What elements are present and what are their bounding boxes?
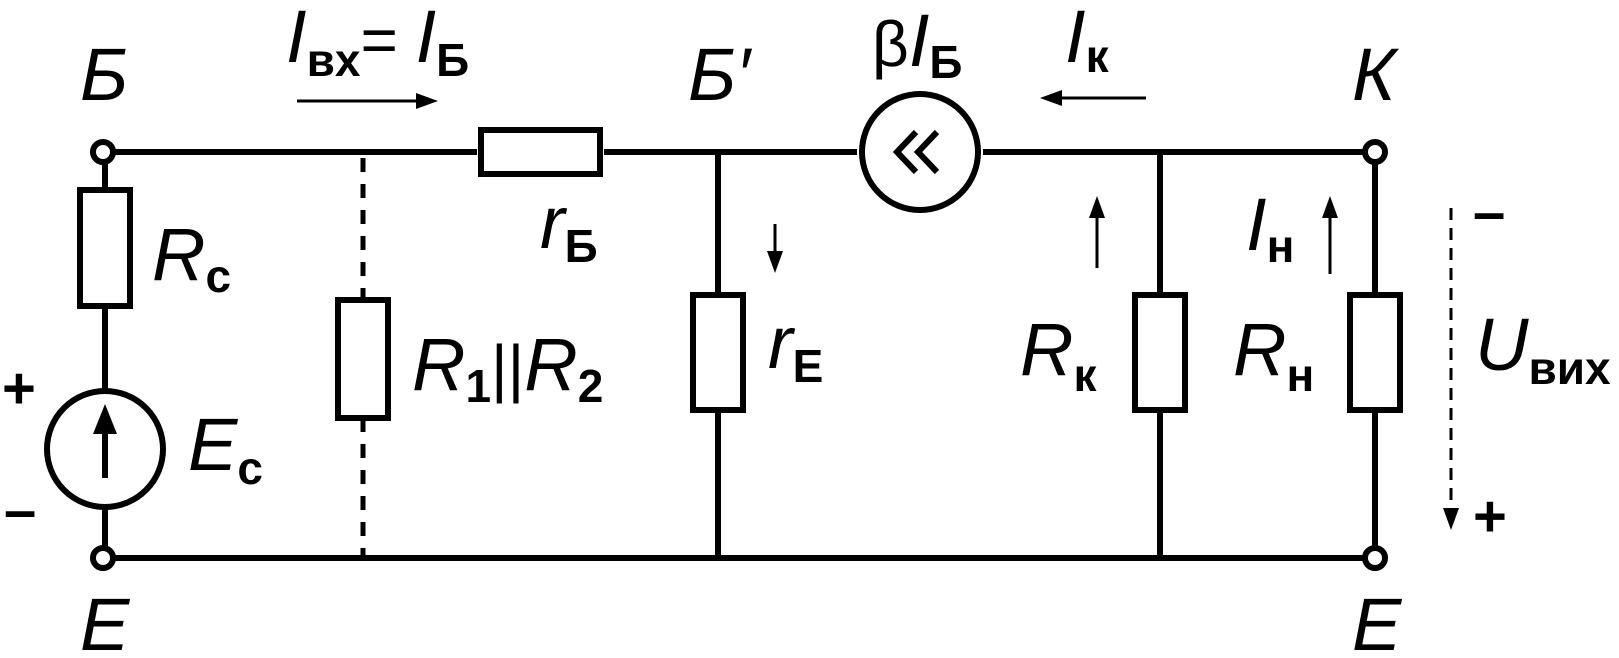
subscript: Е xyxy=(793,340,824,392)
symbol: R xyxy=(412,323,465,406)
subscript: 1 xyxy=(465,360,491,412)
symbol: r xyxy=(768,301,796,384)
label-output-voltage: Uвих xyxy=(1475,303,1611,394)
subscript: Б xyxy=(436,34,469,86)
arrow-up-icon xyxy=(1322,196,1338,218)
label-re: rЕ xyxy=(768,301,823,392)
node-label-emitter-right: Е xyxy=(1352,583,1403,658)
subscript: н xyxy=(1286,349,1314,401)
node-label-base-internal: Б′ xyxy=(688,33,752,116)
label-input-current: Iвх= IБ xyxy=(286,0,469,86)
resistor-rb xyxy=(478,127,603,177)
label-rn: Rн xyxy=(1233,308,1314,401)
symbol: r xyxy=(540,181,568,264)
label-collector-current: Iк xyxy=(1065,0,1110,82)
symbol: I xyxy=(286,0,307,78)
symbol: I xyxy=(1065,0,1086,78)
resistor-re xyxy=(690,292,746,413)
subscript: с xyxy=(237,442,263,494)
subscript: Б xyxy=(565,220,598,272)
terminal-base xyxy=(90,139,116,165)
current-arrows xyxy=(297,90,1459,530)
polarity-plus-output: + xyxy=(1473,484,1507,549)
polarity-minus-source: – xyxy=(4,478,36,543)
node-label-emitter-left: Е xyxy=(80,583,131,658)
label-rb: rБ xyxy=(540,181,598,272)
subscript: к xyxy=(1086,30,1110,82)
parallel-sign: || xyxy=(491,332,524,404)
symbol: E xyxy=(188,403,239,486)
current-source-bib xyxy=(859,91,981,213)
double-chevron-left-icon xyxy=(892,129,940,175)
symbol: R xyxy=(1233,308,1286,391)
wires xyxy=(102,149,1378,561)
arrow-down-icon xyxy=(767,251,783,273)
source-arrow-icon xyxy=(93,404,117,434)
subscript: 2 xyxy=(578,360,604,412)
subscript: н xyxy=(1267,220,1295,272)
arrow-down-icon xyxy=(1443,508,1459,530)
voltage-source-ec xyxy=(44,388,166,510)
equals: = xyxy=(360,4,415,76)
label-load-current: Iн xyxy=(1246,183,1294,272)
symbol: R xyxy=(524,323,577,406)
subscript: вх xyxy=(307,34,361,86)
symbol: I xyxy=(416,0,437,78)
resistor-r1-r2 xyxy=(335,297,391,421)
label-rc: Rс xyxy=(152,213,231,302)
resistor-rn xyxy=(1347,292,1403,413)
polarity-minus-output: – xyxy=(1473,180,1505,245)
terminal-collector xyxy=(1362,139,1388,165)
beta: β xyxy=(872,8,909,80)
label-r1-r2: R1||R2 xyxy=(412,323,603,412)
symbol: I xyxy=(1246,183,1267,266)
arrow-up-icon xyxy=(1089,196,1105,218)
subscript: Б xyxy=(929,36,962,88)
label-rk: Rк xyxy=(1020,308,1097,401)
node-label-base: Б xyxy=(80,33,128,116)
label-ec: Eс xyxy=(188,403,263,494)
node-label-collector: К xyxy=(1352,33,1400,116)
subscript: к xyxy=(1073,349,1097,401)
resistor-rc xyxy=(77,187,133,309)
terminal-emitter-right xyxy=(1362,545,1388,571)
symbol: U xyxy=(1475,303,1529,386)
symbol: R xyxy=(1020,308,1073,391)
symbol: R xyxy=(152,213,205,296)
subscript: вих xyxy=(1528,342,1611,394)
terminal-emitter-left xyxy=(90,545,116,571)
arrow-left-icon xyxy=(1040,90,1062,106)
terminals xyxy=(90,139,1388,571)
arrow-right-icon xyxy=(416,93,438,109)
subscript: с xyxy=(205,250,231,302)
polarity-plus-source: + xyxy=(2,356,36,421)
label-source-current: βIБ xyxy=(872,0,962,88)
symbol: I xyxy=(909,0,930,82)
resistor-rk xyxy=(1132,292,1188,413)
